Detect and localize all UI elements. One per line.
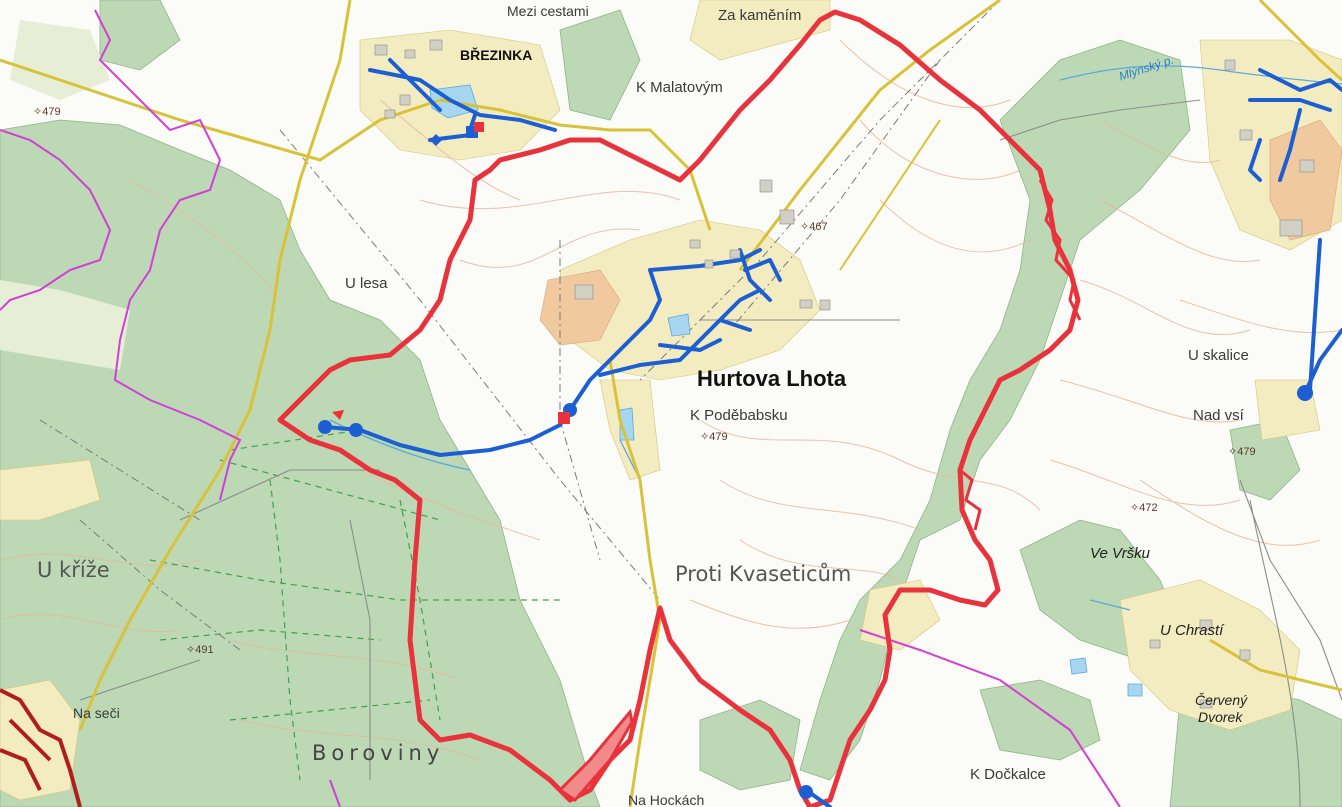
tracks — [79, 99, 1342, 807]
label-elevation-467: ✧467 — [800, 221, 828, 233]
label-proti-kvaseticum: Proti Kvaseticům — [675, 562, 852, 586]
label-u-krize: U kříže — [37, 558, 110, 582]
label-elevation-491: ✧491 — [186, 644, 214, 656]
label-dvorek: Dvorek — [1198, 709, 1243, 725]
pump-markers — [332, 122, 570, 424]
label-u-lesa: U lesa — [345, 275, 388, 292]
label-elevation-479-east: ✧479 — [1228, 446, 1256, 458]
label-cerveny: Červený — [1195, 692, 1248, 708]
water-supply-network — [323, 58, 1342, 807]
parcel-outline — [557, 708, 634, 802]
label-k-dockalce: K Dočkalce — [970, 766, 1046, 783]
cadastral-boundary — [277, 9, 1081, 807]
label-elevation-479-center: ✧479 — [700, 431, 728, 443]
district-boundaries — [0, 9, 1121, 807]
forest-paths — [149, 429, 560, 781]
buildings — [374, 39, 1315, 709]
label-na-hockach: Na Hockách — [628, 792, 705, 807]
label-u-skalice: U skalice — [1188, 347, 1249, 364]
label-elevation-472: ✧472 — [1130, 502, 1158, 514]
label-ve-vrsku: Ve Vršku — [1090, 545, 1151, 562]
label-k-malatovym: K Malatovým — [636, 79, 723, 96]
boundary-detail — [1038, 179, 1082, 321]
label-k-podebabsku: K Poděbabsku — [690, 407, 788, 424]
label-u-chrasti: U Chrastí — [1160, 622, 1224, 639]
sewer-network — [0, 688, 82, 807]
label-na-seci: Na seči — [73, 705, 120, 721]
meadow-areas — [0, 20, 130, 370]
label-hurtova-lhota: Hurtova Lhota — [697, 366, 847, 391]
network-nodes — [318, 126, 1313, 799]
label-za-kamenim: Za kaměním — [718, 7, 802, 24]
contour-lines — [0, 39, 1342, 761]
label-boroviny: Boroviny — [312, 741, 445, 765]
label-brezinka: BŘEZINKA — [460, 47, 533, 63]
label-elevation-479-nw: ✧479 — [33, 106, 61, 118]
label-nad-vsi: Nad vsí — [1193, 407, 1244, 424]
boundary-detail-2 — [959, 468, 982, 531]
label-mezi-cestami: Mezi cestami — [507, 3, 589, 19]
